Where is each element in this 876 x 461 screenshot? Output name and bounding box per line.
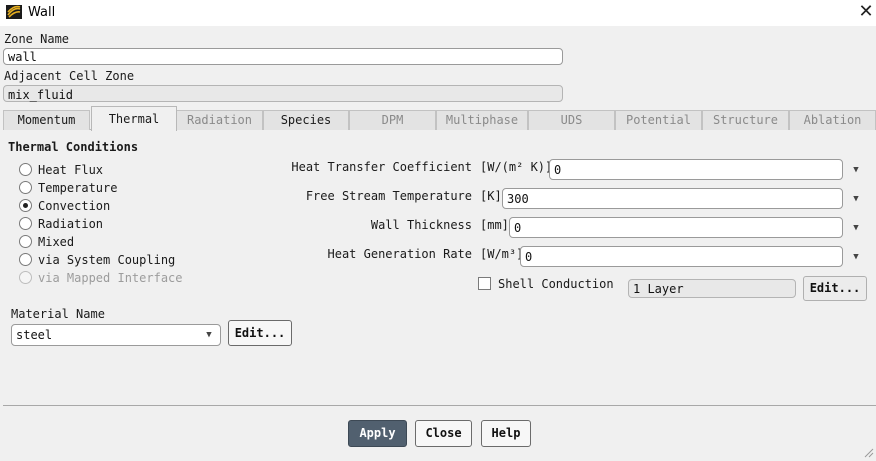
heat-generation-rate-unit: [W/m³]	[480, 247, 524, 261]
heat-generation-rate-input[interactable]	[520, 246, 843, 267]
radio-system-coupling-label: via System Coupling	[38, 253, 176, 267]
material-name-value: steel	[16, 328, 53, 342]
radio-temperature-label: Temperature	[38, 181, 118, 195]
tab-dpm[interactable]: DPM	[349, 110, 436, 130]
material-edit-button[interactable]: Edit...	[228, 320, 292, 346]
free-stream-temperature-unit: [K]	[480, 189, 502, 203]
free-stream-temperature-input[interactable]	[502, 188, 843, 209]
thermal-conditions-title: Thermal Conditions	[8, 140, 139, 154]
material-name-label: Material Name	[11, 307, 105, 321]
radio-temperature[interactable]	[19, 181, 32, 194]
heat-transfer-coefficient-label: Heat Transfer Coefficient	[291, 160, 472, 174]
chevron-down-icon[interactable]: ▼	[853, 223, 859, 233]
free-stream-temperature-label: Free Stream Temperature	[305, 189, 472, 203]
shell-conduction-edit-button[interactable]: Edit...	[803, 276, 867, 301]
material-name-select[interactable]: steel	[11, 324, 221, 346]
chevron-down-icon[interactable]: ▼	[853, 252, 859, 262]
close-button[interactable]: Close	[415, 420, 472, 447]
radio-radiation[interactable]	[19, 217, 32, 230]
wall-thickness-unit: [mm]	[480, 218, 509, 232]
close-icon[interactable]: ✕	[858, 1, 874, 22]
tab-radiation[interactable]: Radiation	[176, 110, 263, 130]
heat-generation-rate-label: Heat Generation Rate	[327, 247, 473, 261]
chevron-down-icon[interactable]: ▼	[853, 165, 859, 175]
chevron-down-icon[interactable]: ▼	[853, 194, 859, 204]
radio-system-coupling[interactable]	[19, 253, 32, 266]
chevron-down-icon[interactable]: ▼	[206, 330, 212, 340]
radio-mapped-interface	[19, 271, 32, 284]
apply-button[interactable]: Apply	[348, 420, 407, 447]
heat-transfer-coefficient-input[interactable]	[549, 159, 843, 180]
resize-grip-icon[interactable]	[864, 447, 874, 458]
title-bar	[0, 0, 876, 26]
radio-convection-label: Convection	[38, 199, 111, 213]
shell-conduction-label: Shell Conduction	[498, 277, 614, 291]
tab-potential[interactable]: Potential	[615, 110, 702, 130]
tab-momentum[interactable]: Momentum	[3, 110, 90, 130]
tab-structure[interactable]: Structure	[702, 110, 789, 130]
radio-heat-flux-label: Heat Flux	[38, 163, 104, 177]
wall-thickness-input[interactable]	[509, 217, 843, 238]
footer-separator	[3, 405, 876, 406]
heat-transfer-coefficient-unit: [W/(m² K)]	[480, 160, 553, 174]
radio-mixed-label: Mixed	[38, 235, 75, 249]
radio-heat-flux[interactable]	[19, 163, 32, 176]
radio-radiation-label: Radiation	[38, 217, 104, 231]
zone-name-input[interactable]	[3, 48, 563, 65]
adjacent-cell-zone-label: Adjacent Cell Zone	[4, 69, 135, 83]
tab-uds[interactable]: UDS	[528, 110, 615, 130]
radio-mapped-interface-label: via Mapped Interface	[38, 271, 183, 285]
tab-species[interactable]: Species	[263, 110, 349, 130]
window-title: Wall	[28, 5, 56, 20]
adjacent-cell-zone-field: mix_fluid	[3, 85, 563, 102]
radio-convection[interactable]	[19, 199, 32, 212]
wall-thickness-label: Wall Thickness	[370, 218, 472, 232]
tab-multiphase[interactable]: Multiphase	[436, 110, 528, 130]
shell-layers-field: 1 Layer	[628, 279, 796, 298]
shell-conduction-checkbox[interactable]	[478, 277, 491, 290]
help-button[interactable]: Help	[481, 420, 531, 447]
tab-ablation[interactable]: Ablation	[789, 110, 876, 130]
fluent-app-icon	[6, 5, 22, 19]
radio-mixed[interactable]	[19, 235, 32, 248]
zone-name-label: Zone Name	[4, 32, 70, 46]
tab-thermal[interactable]: Thermal	[91, 106, 177, 131]
